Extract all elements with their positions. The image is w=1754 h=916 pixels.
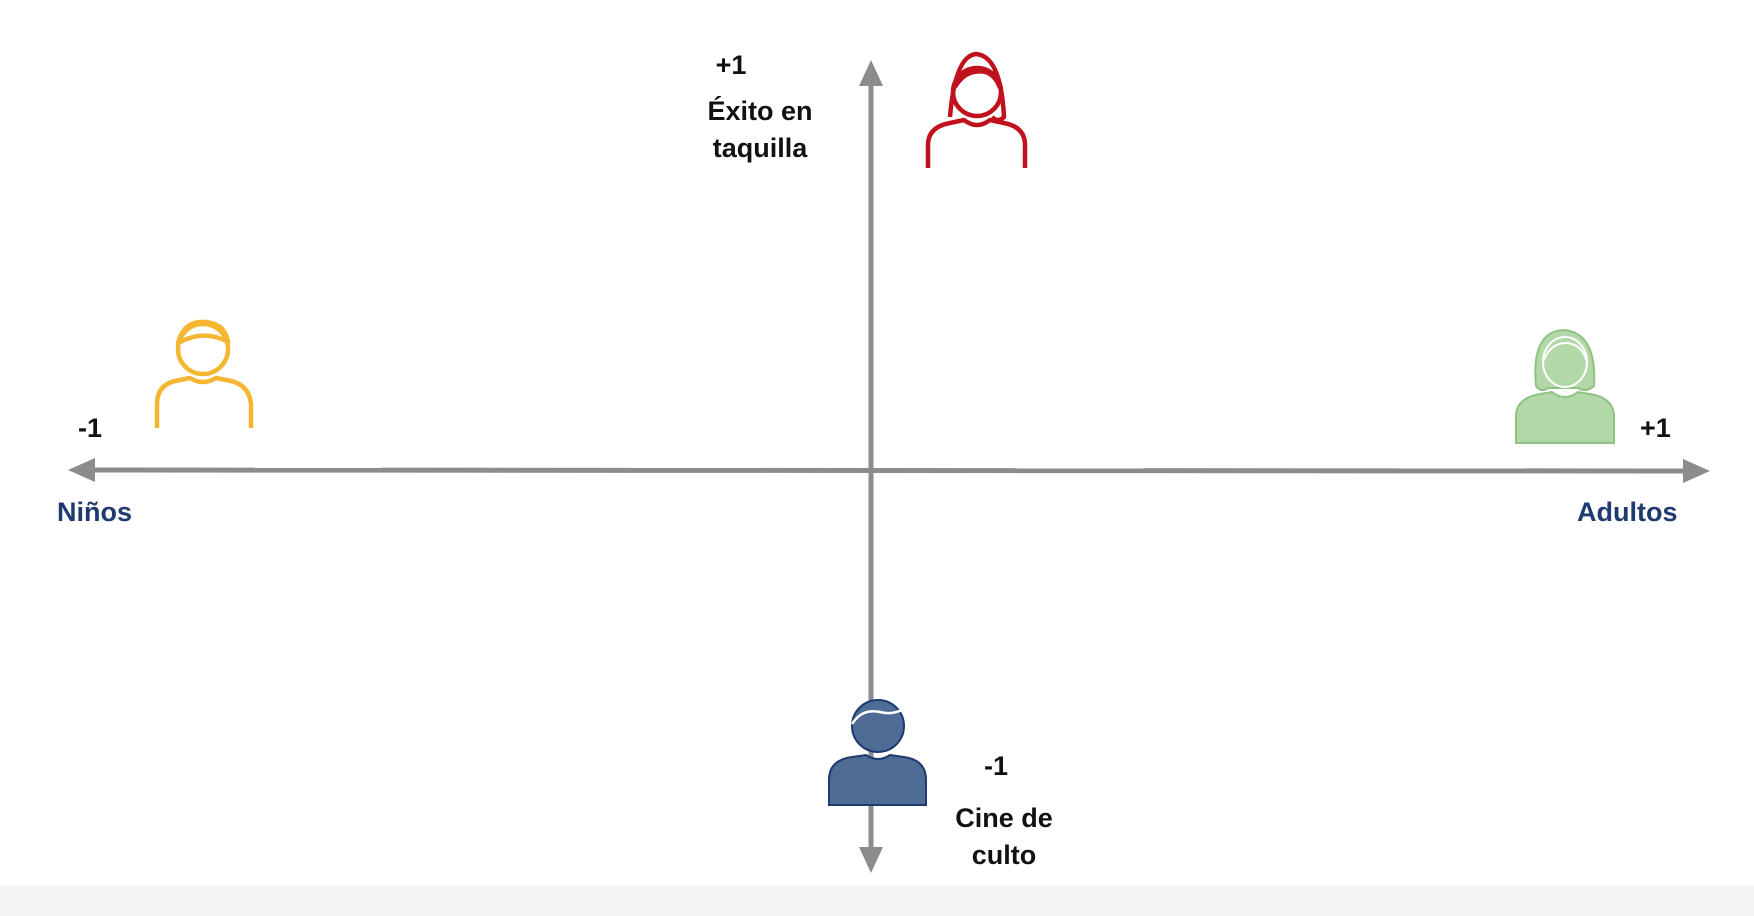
boy-outline-icon	[154, 319, 254, 428]
y-axis-top-arrowhead	[859, 60, 883, 86]
woman-filled-icon	[1515, 328, 1615, 444]
y-axis-bottom-label-line1: Cine de	[955, 803, 1053, 833]
x-axis-left-tick: -1	[78, 413, 103, 443]
y-axis-bottom-tick: -1	[983, 751, 1009, 781]
x-axis-right-label: Adultos	[1577, 497, 1678, 527]
x-axis-right-tick: +1	[1640, 413, 1671, 443]
y-axis-top-label: Éxito en taquilla	[707, 93, 812, 167]
x-axis-left-label: Niños	[57, 497, 133, 527]
y-axis-bottom-label-line2: culto	[971, 840, 1037, 870]
x-axis-left-arrowhead	[68, 458, 95, 482]
x-axis-line	[84, 467, 1687, 474]
y-axis-bottom-arrowhead	[859, 847, 883, 873]
y-axis-top-label-line2: taquilla	[712, 133, 808, 163]
y-axis-top-tick: +1	[715, 50, 747, 80]
man-filled-icon	[828, 699, 927, 806]
y-axis-top-label-line1: Éxito en	[707, 96, 813, 126]
y-axis-bottom-label: Cine de culto	[955, 800, 1053, 874]
footer-band	[0, 886, 1754, 916]
woman-outline-icon	[925, 51, 1028, 168]
x-axis-right-arrowhead	[1683, 459, 1710, 483]
